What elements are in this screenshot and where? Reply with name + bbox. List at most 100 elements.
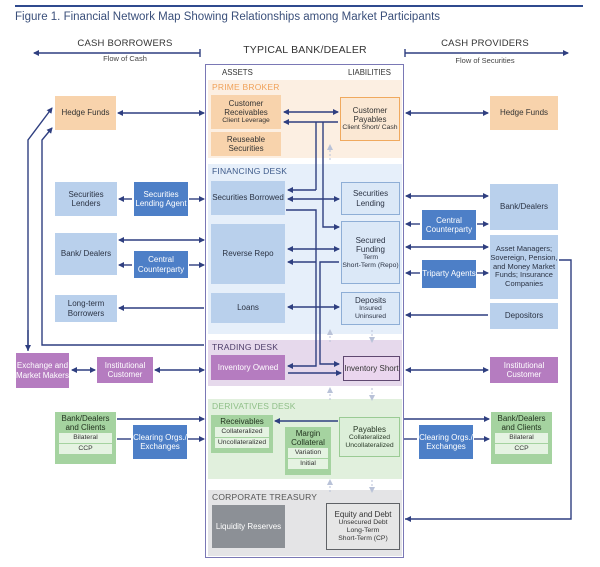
customer-payables-detail: Client Short/ Cash	[342, 124, 398, 132]
financing-desk-label: FINANCING DESK	[212, 166, 288, 176]
right-hedge-funds-box[interactable]: Hedge Funds	[490, 96, 558, 130]
securities-lending-box[interactable]: Securities Lending	[341, 182, 400, 215]
right-institutional-customer-label: Institutional Customer	[503, 360, 545, 379]
right-institutional-customer-box[interactable]: Institutional Customer	[490, 357, 558, 383]
margin-initial: Initial	[287, 459, 329, 469]
inventory-owned-box[interactable]: Inventory Owned	[211, 355, 285, 380]
deposits-box[interactable]: Deposits Insured Uninsured	[341, 292, 400, 325]
derivatives-desk-label: DERIVATIVES DESK	[212, 401, 296, 411]
left-hedge-funds-label: Hedge Funds	[61, 108, 110, 118]
inventory-short-box[interactable]: Inventory Short	[343, 356, 400, 381]
reverse-repo-box[interactable]: Reverse Repo	[211, 224, 285, 284]
margin-collateral-box[interactable]: Margin Collateral Variation Initial	[285, 427, 331, 475]
deposits-insured: Insured	[359, 305, 382, 313]
receivables-collateralized: Collateralized	[214, 427, 270, 437]
securities-lending-agent-box[interactable]: Securities Lending Agent	[134, 182, 188, 216]
secured-funding-title: Secured Funding	[355, 235, 386, 254]
reuseable-securities-title: Reuseable Securities	[226, 134, 266, 153]
deposits-uninsured: Uninsured	[355, 313, 386, 321]
left-bank-dealers-box[interactable]: Bank/ Dealers	[55, 233, 117, 275]
cash-providers-heading: CASH PROVIDERS	[441, 38, 529, 49]
trading-loop-link	[41, 127, 204, 346]
asset-managers-box[interactable]: Asset Managers; Sovereign, Pension, and …	[490, 235, 558, 299]
long-term-label: Long-Term	[346, 527, 380, 535]
corporate-treasury-label: CORPORATE TREASURY	[212, 492, 318, 502]
payables-uncollateralized: Uncollateralized	[345, 441, 394, 449]
margin-variation: Variation	[287, 448, 329, 459]
right-central-counterparty-label: Central Counterparty	[425, 215, 473, 234]
right-bank-dealers-box[interactable]: Bank/Dealers	[490, 184, 558, 230]
inventory-short-label: Inventory Short	[344, 363, 399, 373]
borrowed-to-inventory-link	[286, 209, 317, 369]
depositors-box[interactable]: Depositors	[490, 303, 558, 329]
left-bank-dealers-clients-box[interactable]: Bank/Dealers and Clients Bilateral CCP	[55, 412, 116, 464]
deposits-title: Deposits	[354, 296, 387, 306]
securities-lending-agent-label: Securities Lending Agent	[135, 189, 187, 208]
left-bank-dealers-label: Bank/ Dealers	[60, 249, 112, 259]
right-hedge-funds-label: Hedge Funds	[499, 108, 549, 118]
left-hedge-funds-box[interactable]: Hedge Funds	[55, 96, 116, 130]
pb-to-secured-link	[322, 190, 340, 230]
payables-collateralized: Collateralized	[348, 433, 391, 441]
cash-borrowers-heading: CASH BORROWERS	[77, 38, 173, 49]
customer-receivables-detail: Client Leverage	[222, 117, 270, 125]
left-institutional-customer-label: Institutional Customer	[104, 360, 146, 379]
exchange-market-makers-box[interactable]: Exchange and Market Makers	[16, 353, 69, 388]
secured-funding-term: Term	[362, 253, 379, 261]
receivables-box[interactable]: Receivables Collateralized Uncollaterali…	[211, 415, 273, 453]
triparty-agents-box[interactable]: Triparty Agents	[422, 260, 476, 288]
right-bilateral-label: Bilateral	[494, 433, 549, 444]
loans-label: Loans	[237, 303, 259, 313]
long-term-borrowers-box[interactable]: Long-term Borrowers	[55, 295, 117, 322]
right-bank-dealers-clients-box[interactable]: Bank/Dealers and Clients Bilateral CCP	[491, 412, 552, 464]
secured-to-short-link	[319, 261, 340, 367]
left-ccp-label: CCP	[58, 444, 113, 454]
payables-title: Payables	[353, 424, 386, 434]
short-term-cp-label: Short-Term (CP)	[338, 535, 388, 542]
securities-borrowed-box[interactable]: Securities Borrowed	[211, 181, 285, 215]
prime-broker-label: PRIME BROKER	[212, 82, 280, 92]
figure-title: Figure 1. Financial Network Map Showing …	[15, 11, 441, 23]
bank-dealer-frame	[205, 64, 404, 558]
right-bank-dealers-clients-title: Bank/Dealers and Clients	[497, 414, 546, 433]
securities-lending-label: Securities Lending	[352, 189, 389, 208]
reuseable-securities-box[interactable]: Reuseable Securities	[211, 132, 281, 156]
left-bilateral-label: Bilateral	[58, 433, 113, 444]
right-central-counterparty-box[interactable]: Central Counterparty	[422, 210, 476, 240]
customer-payables-title: Customer Payables	[352, 105, 388, 125]
flow-of-cash-label: Flow of Cash	[103, 54, 147, 63]
long-term-borrowers-label: Long-term Borrowers	[67, 299, 105, 318]
asset-managers-label: Asset Managers; Sovereign, Pension, and …	[490, 244, 558, 288]
secured-funding-box[interactable]: Secured Funding Term Short-Term (Repo)	[341, 221, 400, 284]
liabilities-heading: LIABILITIES	[348, 68, 391, 77]
unsecured-debt-label: Unsecured Debt	[338, 519, 388, 527]
right-clearing-orgs-label: Clearing Orgs./ Exchanges	[419, 432, 473, 451]
left-clearing-orgs-box[interactable]: Clearing Orgs./ Exchanges	[133, 425, 187, 459]
receivables-uncollateralized: Uncollateralized	[214, 438, 270, 448]
loans-box[interactable]: Loans	[211, 293, 285, 323]
left-central-counterparty-box[interactable]: Central Counterparty	[134, 251, 188, 278]
exchange-up-link	[27, 107, 53, 351]
securities-borrowed-label: Securities Borrowed	[212, 193, 284, 203]
equity-debt-box[interactable]: Equity and Debt Unsecured Debt Long-Term…	[326, 503, 400, 550]
securities-lenders-box[interactable]: Securities Lenders	[55, 182, 117, 216]
customer-payables-box[interactable]: Customer Payables Client Short/ Cash	[340, 97, 400, 141]
triparty-agents-label: Triparty Agents	[422, 269, 476, 279]
top-rule	[15, 5, 583, 7]
flow-of-securities-label: Flow of Securities	[455, 56, 515, 65]
assets-heading: ASSETS	[222, 68, 253, 77]
reverse-repo-label: Reverse Repo	[222, 249, 274, 259]
right-clearing-orgs-box[interactable]: Clearing Orgs./ Exchanges	[419, 425, 473, 459]
liquidity-reserves-label: Liquidity Reserves	[215, 521, 282, 531]
left-institutional-customer-box[interactable]: Institutional Customer	[97, 357, 153, 383]
payables-box[interactable]: Payables Collateralized Uncollateralized	[339, 417, 400, 457]
inventory-owned-label: Inventory Owned	[217, 362, 279, 372]
customer-receivables-box[interactable]: Customer Receivables Client Leverage	[211, 95, 281, 129]
receivables-title: Receivables	[220, 417, 264, 426]
liquidity-reserves-box[interactable]: Liquidity Reserves	[212, 505, 285, 548]
left-bank-dealers-clients-title: Bank/Dealers and Clients	[61, 414, 110, 433]
customer-receivables-title: Customer Receivables	[224, 98, 268, 118]
equity-debt-title: Equity and Debt	[334, 510, 392, 520]
margin-collateral-title: Margin Collateral	[291, 429, 325, 448]
